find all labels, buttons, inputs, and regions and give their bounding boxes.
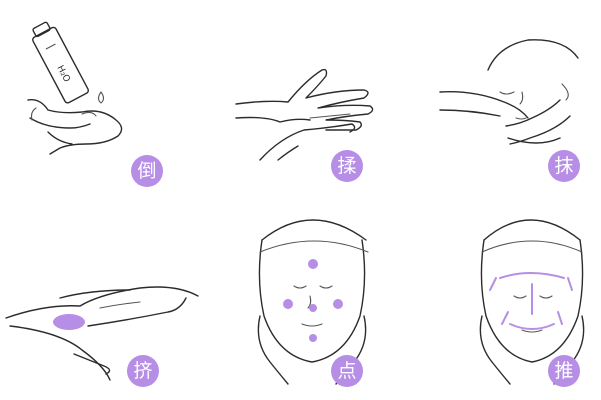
step-label-squeeze: 挤 xyxy=(127,355,159,387)
lotion-dot xyxy=(53,314,85,330)
step-rub-panel: 揉 xyxy=(200,0,400,200)
forehead-dot xyxy=(308,259,318,269)
step-pour-panel: H₂O 倒 xyxy=(0,0,200,200)
step-push-panel: 推 xyxy=(400,200,600,400)
chin-dot xyxy=(309,334,317,342)
step-label-apply: 抹 xyxy=(548,150,580,182)
step-label-dot: 点 xyxy=(331,355,363,387)
bottle-label: H₂O xyxy=(54,64,71,84)
nose-dot xyxy=(309,304,317,312)
left-cheek-dot xyxy=(283,299,293,309)
step-squeeze-panel: 挤 xyxy=(0,200,200,400)
step-label-pour: 倒 xyxy=(131,155,163,187)
step-apply-panel: 抹 xyxy=(400,0,600,200)
squeeze-hand-icon xyxy=(5,286,199,381)
step-label-rub: 揉 xyxy=(331,150,363,182)
rub-hands-icon xyxy=(235,68,374,161)
step-label-push: 推 xyxy=(548,355,580,387)
apply-face-icon xyxy=(439,39,579,145)
step-dot-panel: 点 xyxy=(200,200,400,400)
right-cheek-dot xyxy=(333,299,343,309)
dot-face-icon xyxy=(257,219,369,385)
pour-lotion-bottle-icon: H₂O xyxy=(27,21,123,155)
